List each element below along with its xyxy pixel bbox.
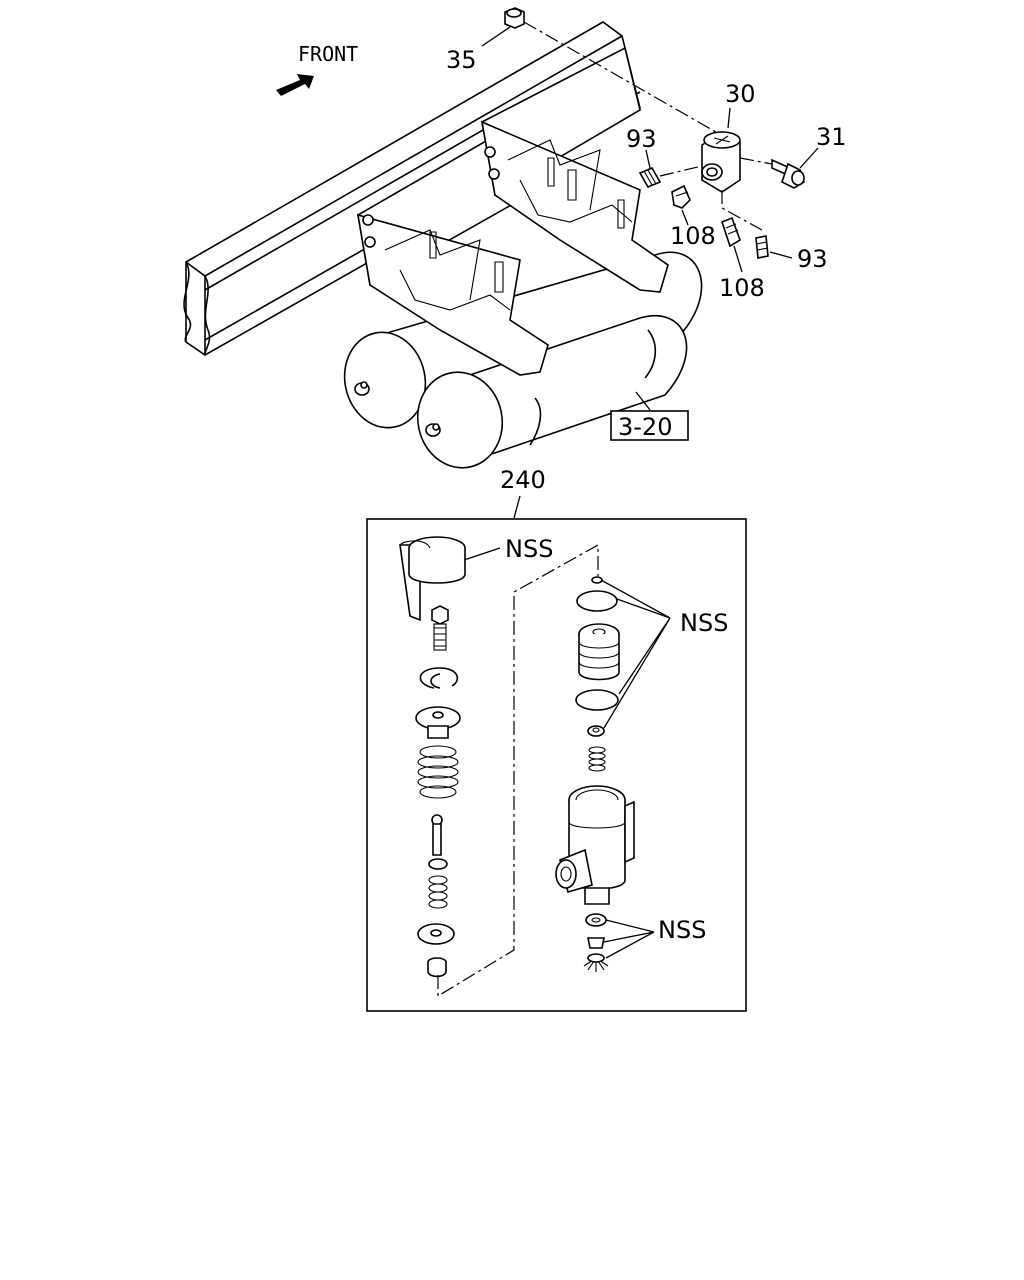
kit-spring: [417, 745, 459, 799]
callout-elbow-lower: 108: [719, 274, 765, 302]
kit-small-spring: [428, 858, 448, 909]
note-bottom: NSS: [658, 916, 706, 944]
callout-bolt: 31: [816, 123, 847, 151]
callout-connector-upper: 93: [626, 125, 657, 153]
kit-frame: [366, 518, 747, 1012]
kit-snap-ring: [419, 667, 459, 689]
tank-bracket-front: [480, 46, 669, 293]
note-cap: NSS: [505, 535, 553, 563]
callout-valve: 30: [725, 80, 756, 108]
reference-box: 3-20: [610, 391, 689, 441]
kit-lock-nut: [431, 605, 449, 651]
kit-assembly-line: [437, 543, 599, 998]
connector-93-upper: 93: [626, 125, 662, 189]
callout-kit: 240: [500, 466, 546, 494]
kit-piston: [578, 623, 620, 681]
reference-box-text: 3-20: [618, 413, 672, 441]
kit-leader: [513, 495, 521, 519]
center-line-connector-upper: [659, 165, 703, 177]
bolt-31: 31: [771, 123, 847, 189]
kit-bottom-parts: [583, 913, 609, 972]
center-line-nut: [523, 21, 736, 144]
kit-seals-top: [576, 576, 618, 612]
nut-35: 35: [446, 7, 525, 74]
air-tank-front: [416, 315, 688, 469]
callout-connector-lower: 93: [797, 245, 828, 273]
callout-elbow-upper: 108: [670, 222, 716, 250]
tank-bracket-rear: [356, 128, 549, 376]
kit-valve-body: [555, 785, 635, 905]
cap-leader: [463, 547, 501, 561]
kit-plunger: [431, 814, 443, 856]
callout-nut: 35: [446, 46, 477, 74]
center-line-elbow-lower: [721, 190, 763, 231]
elbow-108-upper: 108: [670, 184, 716, 250]
elbow-108-lower: 108: [719, 216, 765, 302]
valve-30: 30: [701, 80, 756, 193]
kit-small-ring: [587, 725, 605, 737]
kit-inner-spring: [588, 746, 606, 772]
kit-cap: [399, 536, 466, 622]
kit-o-ring: [575, 689, 619, 711]
note-seals: NSS: [680, 609, 728, 637]
center-line-bolt: [739, 157, 773, 165]
kit-spring-seat: [415, 706, 461, 739]
kit-washer: [417, 923, 455, 945]
front-label: FRONT: [298, 42, 358, 66]
front-arrow-icon: [276, 74, 314, 96]
connector-93-lower: 93: [755, 235, 828, 273]
bottom-leader: [603, 919, 655, 959]
kit-bottom-cap: [427, 957, 447, 978]
front-indicator: FRONT: [276, 42, 358, 96]
seals-leader: [600, 579, 671, 729]
